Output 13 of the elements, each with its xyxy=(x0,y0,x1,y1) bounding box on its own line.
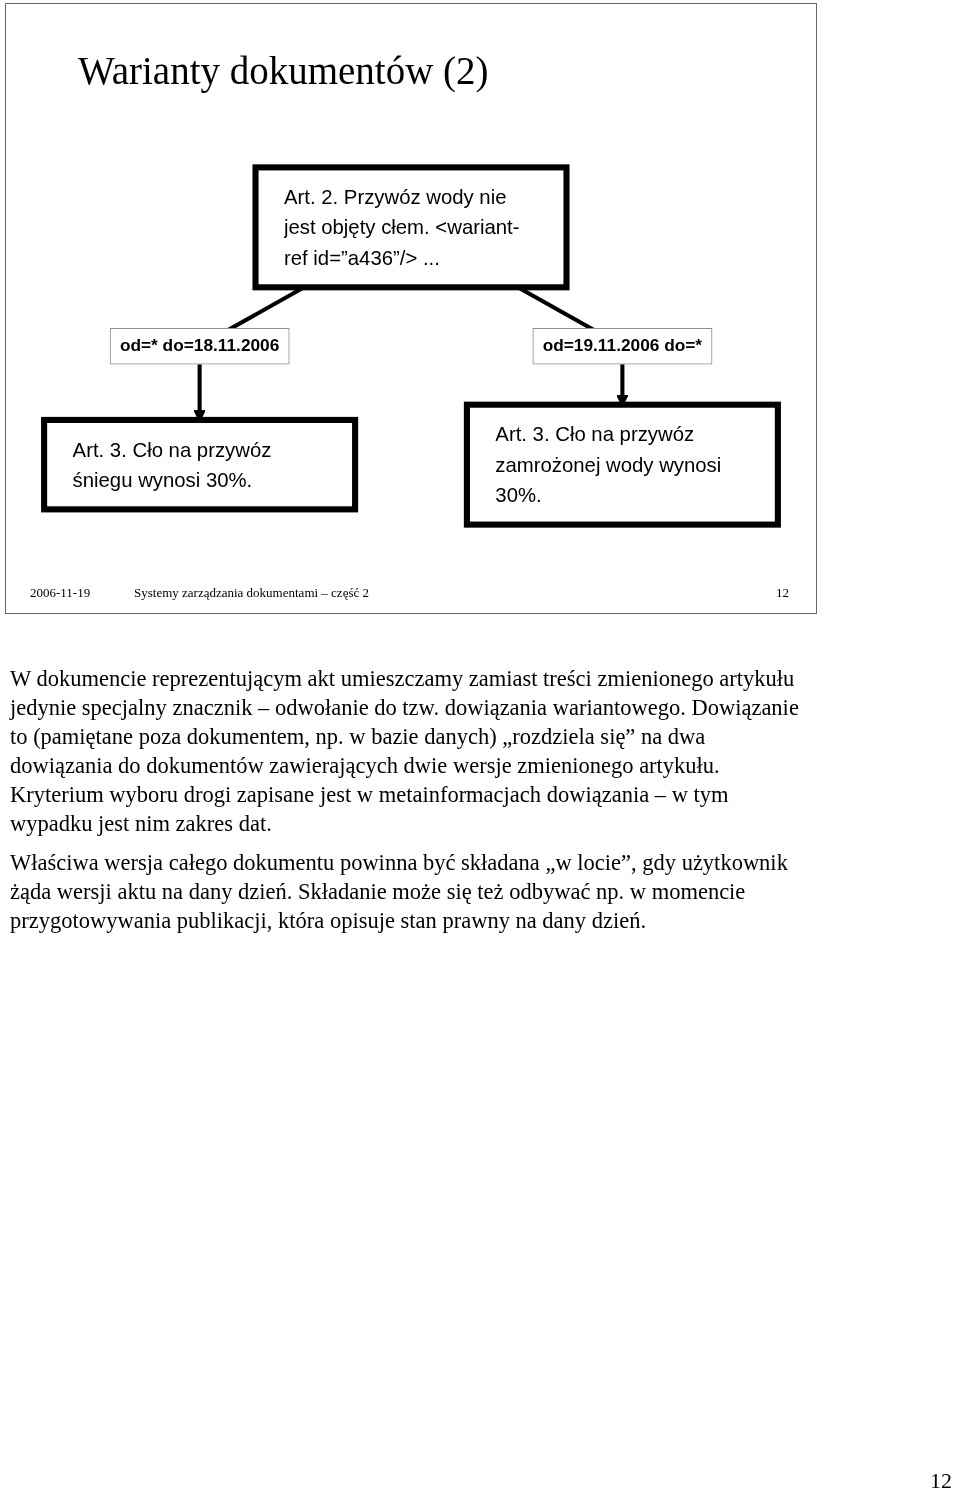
page-number: 12 xyxy=(930,1468,952,1494)
edge-label: od=19.11.2006 do=* xyxy=(542,336,703,356)
node-box xyxy=(41,416,359,513)
slide-frame: Warianty dokumentów (2) od=* do=18.11.2006 od=19.11.2006 do=* Art. 2. Przywóz wody nie jest objęty cłem. <wariant-ref id=”a436”/> ... Art. 3. Cło na przywóz śniegu wynosi 30%. Art. 3. Cło na przywóz zamrożonej wody wynosi 30%. 2006-11-19 Systemy zarządzania dokumentami – część 2 12 xyxy=(5,3,817,614)
node-box xyxy=(252,164,570,291)
footer-text: 2006-11-19 xyxy=(30,585,91,601)
edge-label: od=* do=18.11.2006 xyxy=(119,336,280,356)
note-paragraph: W dokumencie reprezentującym akt umieszczamy zamiast treści zmienionego artykułu jedynie specjalny znacznik – odwołanie do tzw. dowiązania wariantowego. Dowiązanie to (pamiętane poza dokumentem, np. w bazie danych) „rozdziela się” na dwa dowiązania do dokumentów zawierających dwie wersje zmienionego artykułu. Kryterium wyboru drogi zapisane jest w metainformacjach dowiązania – w tym wypadku jest nim zakres dat. xyxy=(10,665,800,838)
title: Warianty dokumentów (2) xyxy=(78,50,489,93)
node-box xyxy=(463,401,781,528)
footer-text: Systemy zarządzania dokumentami – część 2 xyxy=(134,585,369,601)
footer-text: 12 xyxy=(776,585,789,601)
note-paragraph: Właściwa wersja całego dokumentu powinna być składana „w locie”, gdy użytkownik żąda wersji aktu na dany dzień. Składanie może się też odbywać np. w momencie przygotowywania publikacji, która opisuje stan prawny na dany dzień. xyxy=(10,849,789,935)
